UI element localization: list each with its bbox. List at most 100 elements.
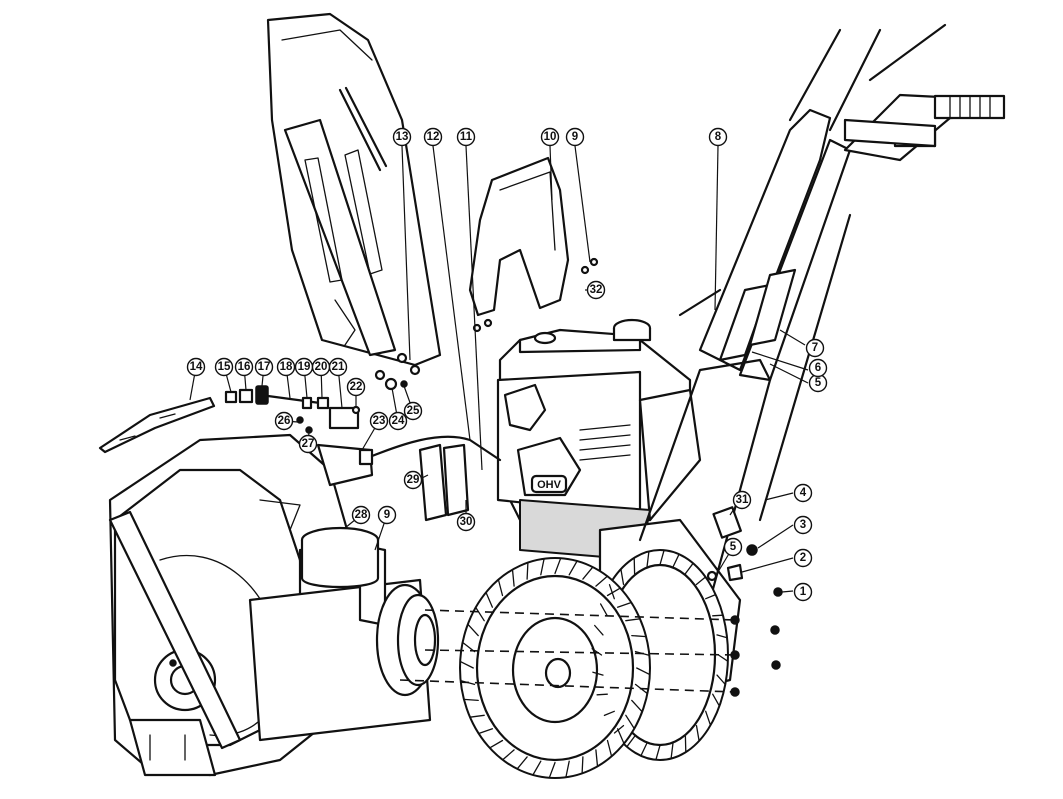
svg-text:25: 25 <box>407 405 420 417</box>
tread-lug <box>582 566 594 580</box>
discharge-chute <box>266 12 442 376</box>
tread-lug <box>467 623 479 637</box>
tread-lug <box>705 593 717 600</box>
callout-17: 17 <box>254 357 274 377</box>
tread-lug <box>705 710 712 726</box>
tread-lug <box>478 728 494 735</box>
callout-14: 14 <box>186 357 206 377</box>
tread-lug <box>599 603 608 617</box>
callout-11: 11 <box>456 127 476 147</box>
tread-lug <box>603 710 615 717</box>
callout-16: 16 <box>234 357 254 377</box>
callout-32: 32 <box>586 280 606 300</box>
tread-lug <box>526 561 529 580</box>
svg-text:20: 20 <box>315 361 328 373</box>
svg-text:32: 32 <box>590 284 603 296</box>
callout-5-upper: 5 <box>808 373 828 393</box>
callout-8: 8 <box>708 127 728 147</box>
callout-28: 28 <box>351 505 371 525</box>
tread-lug <box>595 575 608 587</box>
tread-lug <box>565 760 570 778</box>
tread-lug <box>672 553 680 568</box>
tread-lug <box>469 714 485 718</box>
tread-lug <box>636 667 651 676</box>
svg-text:11: 11 <box>460 131 473 143</box>
tread-lug <box>695 724 700 742</box>
svg-text:29: 29 <box>407 474 420 486</box>
svg-text:7: 7 <box>812 342 818 354</box>
svg-text:13: 13 <box>396 131 409 143</box>
callout-22: 22 <box>346 377 366 397</box>
callouts: 1 2 3 4 5 5 6 7 8 9 9 10 11 12 13 14 15 … <box>186 127 828 602</box>
callout-5-lower: 5 <box>723 537 743 557</box>
callout-10: 10 <box>540 127 560 147</box>
belt-cover <box>468 156 599 333</box>
callout-31: 31 <box>732 490 752 510</box>
tread-lug <box>459 660 474 669</box>
tread-lug <box>670 742 674 760</box>
tread-lug <box>716 674 726 686</box>
tread-lug <box>497 578 504 597</box>
svg-text:5: 5 <box>815 377 822 389</box>
callout-30: 30 <box>456 512 476 532</box>
svg-text:30: 30 <box>460 516 473 528</box>
tread-lug <box>625 618 641 622</box>
tread-lug <box>616 601 632 608</box>
tread-lug <box>625 714 635 730</box>
callout-3: 3 <box>793 515 813 535</box>
svg-text:23: 23 <box>373 415 386 427</box>
callout-12: 12 <box>423 127 443 147</box>
tread-lug <box>475 606 485 622</box>
tread-lug <box>606 739 613 758</box>
svg-text:1: 1 <box>800 586 807 598</box>
tread-lug <box>568 560 578 576</box>
tread-lug <box>463 698 479 702</box>
svg-text:9: 9 <box>384 509 390 521</box>
engine: OHV <box>496 318 702 561</box>
tread-lug <box>511 568 515 587</box>
svg-text:4: 4 <box>800 487 807 499</box>
tread-lug <box>502 749 515 761</box>
callout-13: 13 <box>392 127 412 147</box>
auger-housing <box>108 433 432 777</box>
callout-25: 25 <box>403 401 423 421</box>
tread-lug <box>655 744 661 761</box>
svg-text:6: 6 <box>815 362 821 374</box>
svg-text:16: 16 <box>238 361 251 373</box>
tread-lug <box>684 562 694 575</box>
svg-text:22: 22 <box>350 381 363 393</box>
svg-text:3: 3 <box>800 519 806 531</box>
tread-lug <box>695 576 707 586</box>
svg-text:15: 15 <box>218 361 231 373</box>
svg-text:21: 21 <box>332 361 345 373</box>
leader-lines <box>189 145 809 593</box>
tread-lug <box>716 634 728 639</box>
tread-lug <box>516 756 528 770</box>
callout-21: 21 <box>328 357 348 377</box>
callout-6: 6 <box>808 358 828 378</box>
tread-lug <box>591 648 603 656</box>
tread-lug <box>548 761 556 779</box>
callout-7: 7 <box>805 338 825 358</box>
tread-lug <box>659 549 665 566</box>
svg-text:12: 12 <box>427 131 440 143</box>
tread-lug <box>646 550 650 568</box>
tread-lug <box>631 699 643 713</box>
tread-lug <box>592 671 604 676</box>
tread-lug <box>712 614 724 617</box>
callout-29: 29 <box>403 470 423 490</box>
callout-23: 23 <box>369 411 389 431</box>
tread-lug <box>616 728 625 745</box>
svg-text:24: 24 <box>392 415 405 427</box>
callout-19: 19 <box>294 357 314 377</box>
svg-text:27: 27 <box>302 438 315 450</box>
callout-1: 1 <box>793 582 813 602</box>
callout-9-lower: 9 <box>377 505 397 525</box>
hardware <box>98 369 783 697</box>
tread-lug <box>581 756 584 775</box>
svg-text:8: 8 <box>715 131 722 143</box>
svg-text:26: 26 <box>278 415 291 427</box>
tread-lug <box>640 742 648 757</box>
svg-text:31: 31 <box>736 494 749 506</box>
svg-text:9: 9 <box>572 131 578 143</box>
